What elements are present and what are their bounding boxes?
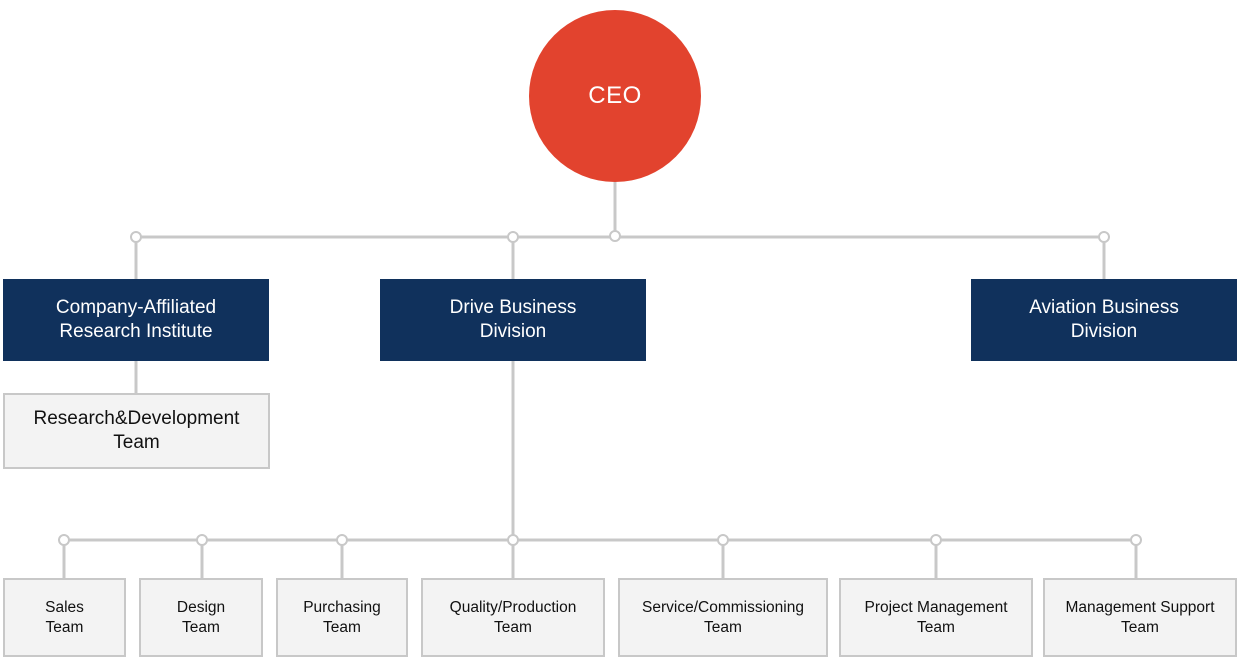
junction-dot bbox=[609, 230, 621, 242]
service-commissioning-team-label: Service/Commissioning Team bbox=[642, 598, 804, 636]
junction-dot bbox=[196, 534, 208, 546]
design-team-label: Design Team bbox=[176, 598, 226, 636]
junction-dot bbox=[1130, 534, 1142, 546]
junction-dot bbox=[336, 534, 348, 546]
ceo-node: CEO bbox=[529, 10, 701, 182]
design-team-node: Design Team bbox=[139, 578, 263, 657]
research-institute-label: Company-Affiliated Research Institute bbox=[55, 297, 217, 342]
junction-dot bbox=[130, 231, 142, 243]
research-development-team-node: Research&Development Team bbox=[3, 393, 270, 469]
junction-dot bbox=[507, 534, 519, 546]
ceo-label: CEO bbox=[588, 82, 642, 109]
purchasing-team-label: Purchasing Team bbox=[303, 598, 381, 636]
junction-dot bbox=[717, 534, 729, 546]
junction-dot bbox=[930, 534, 942, 546]
management-support-team-label: Management Support Team bbox=[1065, 598, 1215, 636]
drive-division-label: Drive Business Division bbox=[449, 297, 577, 342]
junction-dot bbox=[507, 231, 519, 243]
aviation-division-node: Aviation Business Division bbox=[971, 279, 1237, 361]
sales-team-label: Sales Team bbox=[45, 598, 84, 636]
research-institute-node: Company-Affiliated Research Institute bbox=[3, 279, 269, 361]
sales-team-node: Sales Team bbox=[3, 578, 126, 657]
management-support-team-node: Management Support Team bbox=[1043, 578, 1237, 657]
project-management-team-node: Project Management Team bbox=[839, 578, 1033, 657]
quality-production-team-label: Quality/Production Team bbox=[449, 598, 577, 636]
junction-dot bbox=[58, 534, 70, 546]
drive-division-node: Drive Business Division bbox=[380, 279, 646, 361]
service-commissioning-team-node: Service/Commissioning Team bbox=[618, 578, 828, 657]
quality-production-team-node: Quality/Production Team bbox=[421, 578, 605, 657]
aviation-division-label: Aviation Business Division bbox=[1029, 297, 1179, 342]
junction-dot bbox=[1098, 231, 1110, 243]
purchasing-team-node: Purchasing Team bbox=[276, 578, 408, 657]
project-management-team-label: Project Management Team bbox=[864, 598, 1008, 636]
research-development-team-label: Research&Development Team bbox=[33, 408, 240, 453]
